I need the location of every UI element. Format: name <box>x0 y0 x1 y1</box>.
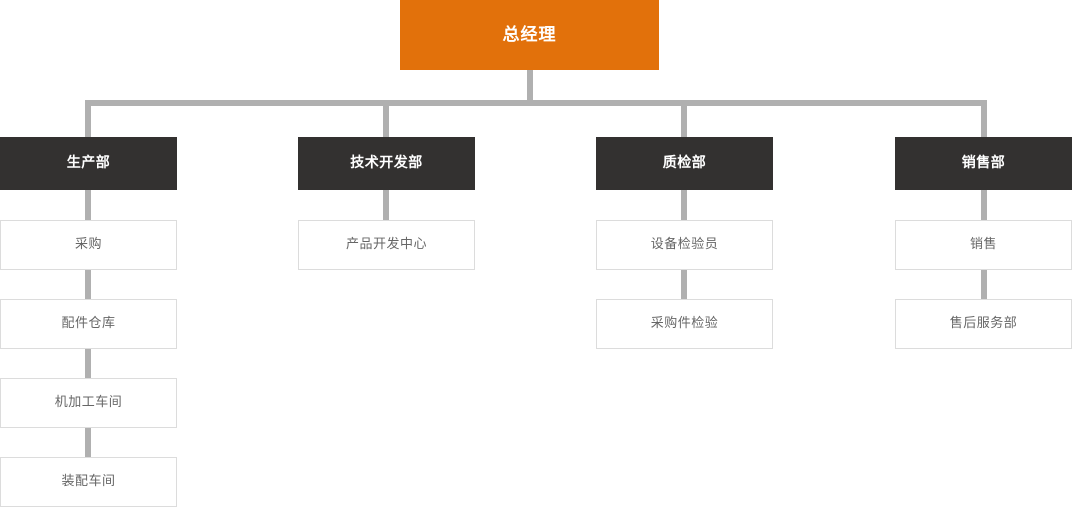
connector-bus-to-dept-4 <box>981 100 987 140</box>
node-dept-sales[interactable]: 销售部 <box>895 137 1072 190</box>
connector-child2-to-child3-col1 <box>85 349 91 379</box>
node-sub-after-sales-service-label: 售后服务部 <box>949 316 1018 332</box>
node-root-label: 总经理 <box>502 24 557 45</box>
connector-dept2-to-child1 <box>383 190 389 221</box>
node-sub-purchased-parts-inspection[interactable]: 采购件检验 <box>596 299 773 349</box>
node-sub-assembly-workshop-label: 装配车间 <box>61 474 116 490</box>
connector-root-drop <box>527 70 533 103</box>
node-dept-quality[interactable]: 质检部 <box>596 137 773 190</box>
node-sub-purchased-parts-inspection-label: 采购件检验 <box>650 316 719 332</box>
node-root-general-manager[interactable]: 总经理 <box>400 0 659 70</box>
node-dept-technology[interactable]: 技术开发部 <box>298 137 475 190</box>
connector-dept4-to-child1 <box>981 190 987 221</box>
connector-bus-to-dept-3 <box>681 100 687 140</box>
connector-bus-to-dept-1 <box>85 100 91 140</box>
node-dept-production[interactable]: 生产部 <box>0 137 177 190</box>
node-sub-machining-workshop[interactable]: 机加工车间 <box>0 378 177 428</box>
node-sub-product-development-center-label: 产品开发中心 <box>345 237 427 253</box>
node-sub-sales-label: 销售 <box>969 237 997 253</box>
connector-child1-to-child2-col1 <box>85 270 91 300</box>
node-sub-sales[interactable]: 销售 <box>895 220 1072 270</box>
node-sub-parts-warehouse-label: 配件仓库 <box>61 316 116 332</box>
node-sub-machining-workshop-label: 机加工车间 <box>54 395 123 411</box>
node-sub-equipment-inspector-label: 设备检验员 <box>650 237 719 253</box>
connector-child1-to-child2-col3 <box>681 270 687 300</box>
connector-horizontal-bus <box>85 100 987 106</box>
node-sub-purchasing-label: 采购 <box>74 237 102 253</box>
node-sub-equipment-inspector[interactable]: 设备检验员 <box>596 220 773 270</box>
node-sub-after-sales-service[interactable]: 售后服务部 <box>895 299 1072 349</box>
node-dept-production-label: 生产部 <box>66 155 111 172</box>
node-dept-technology-label: 技术开发部 <box>350 155 423 172</box>
connector-dept3-to-child1 <box>681 190 687 221</box>
node-dept-quality-label: 质检部 <box>662 155 707 172</box>
connector-child3-to-child4-col1 <box>85 428 91 458</box>
connector-dept1-to-child1 <box>85 190 91 221</box>
node-sub-purchasing[interactable]: 采购 <box>0 220 177 270</box>
node-sub-product-development-center[interactable]: 产品开发中心 <box>298 220 475 270</box>
node-sub-assembly-workshop[interactable]: 装配车间 <box>0 457 177 507</box>
connector-bus-to-dept-2 <box>383 100 389 140</box>
node-sub-parts-warehouse[interactable]: 配件仓库 <box>0 299 177 349</box>
connector-child1-to-child2-col4 <box>981 270 987 300</box>
node-dept-sales-label: 销售部 <box>961 155 1006 172</box>
